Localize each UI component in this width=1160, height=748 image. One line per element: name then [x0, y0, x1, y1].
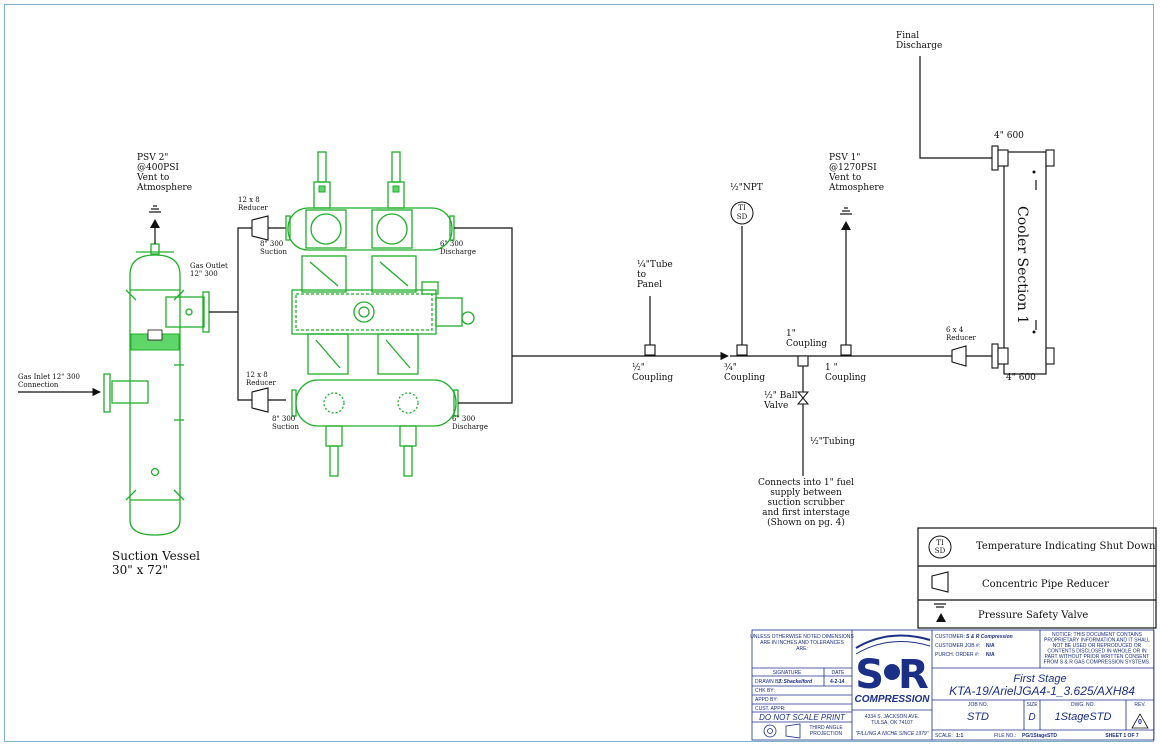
tb-slogan: "FILLING A NICHE SINCE 1979": [856, 731, 929, 737]
legend-ti-text: TI: [936, 539, 944, 547]
psv-1-symbol[interactable]: [841, 221, 851, 230]
tb-customer-job: N/A: [986, 643, 995, 649]
ball-valve[interactable]: [796, 391, 810, 405]
suction-vessel[interactable]: [103, 243, 210, 536]
reducer-12x8-top[interactable]: [251, 215, 269, 241]
tb-drawn-by: J. Shackelford: [778, 679, 813, 685]
tb-address: 4334 S. JACKSON AVE.TULSA, OK 74107: [865, 714, 919, 726]
tb-job-no: STD: [967, 711, 989, 723]
tb-size: D: [1028, 712, 1035, 723]
tb-rev-label: REV.: [1134, 702, 1145, 708]
sr-compression-logo: S R: [855, 634, 931, 698]
tb-title-2: KTA-19/ArielJGA4-1_3.625/AXH84: [949, 684, 1135, 698]
tb-cust-appr: CUST. APPR:: [755, 706, 786, 712]
reducer-12x8-bottom[interactable]: [251, 387, 269, 413]
half-coupling-label: ½"Coupling: [632, 362, 673, 383]
tb-size-label: SIZE: [1026, 702, 1038, 708]
tb-rev: 0: [1138, 719, 1142, 726]
tb-file-no: PG/1StageSTD: [1022, 733, 1057, 739]
ti-label: TI: [738, 204, 746, 212]
tb-dwg-no-label: DWG. NO.: [1071, 702, 1095, 708]
one-coupling-label: 1 "Coupling: [825, 363, 866, 383]
tb-date-header: DATE: [832, 670, 846, 676]
tb-drawn-date: 4-2-14: [830, 679, 845, 685]
tb-scale: 1:1: [956, 733, 963, 739]
ti-sd-gauge[interactable]: [730, 201, 754, 225]
legend-item-reducer: Concentric Pipe Reducer: [982, 579, 1109, 590]
three-quarter-coupling-label: ¾"Coupling: [724, 362, 765, 383]
legend-sd-text: SD: [935, 547, 946, 555]
outlet-line-top: [209, 227, 252, 313]
legend-item-psv: Pressure Safety Valve: [978, 610, 1088, 621]
tb-do-not-scale: DO NOT SCALE PRINT: [759, 713, 846, 722]
tb-job-no-label: JOB NO.: [968, 702, 988, 708]
psv-2-symbol[interactable]: [150, 219, 160, 228]
rev-triangle-icon: [1131, 713, 1149, 729]
tb-company: COMPRESSION: [854, 694, 930, 705]
legend-psv-icon: [934, 603, 946, 622]
sd-label: SD: [737, 213, 748, 221]
tb-customer-job-label: CUSTOMER JOB #:: [935, 643, 980, 649]
tb-drawn-by-label: DRAWN BY:: [755, 679, 783, 685]
cooler-label: Cooler Section 1: [1014, 206, 1030, 324]
four-600-bottom-label: 4" 600: [1006, 373, 1036, 383]
legend-ti-icon: [928, 535, 952, 559]
legend-reducer-icon: [931, 571, 949, 593]
tb-scale-label: SCALE:: [935, 733, 953, 739]
drawing-frame: [4, 4, 1154, 742]
compressor-frame[interactable]: [285, 151, 475, 477]
cooler-section[interactable]: [991, 145, 1055, 375]
discharge-line-top: [454, 227, 513, 356]
tubing-label: ½"Tubing: [810, 436, 855, 447]
tb-title-1: First Stage: [1013, 673, 1066, 685]
half-npt-label: ½"NPT: [730, 182, 763, 193]
third-angle-projection-icon: [763, 723, 801, 739]
tb-appd-by: APPD BY:: [755, 697, 778, 703]
tb-customer: S & R Compression: [966, 634, 1013, 640]
tb-purch-order-label: PURCH. ORDER #:: [935, 652, 979, 658]
tb-file-no-label: FILE NO.:: [994, 733, 1016, 739]
legend: [917, 527, 1157, 629]
tb-signature-header: SIGNATURE: [773, 670, 802, 676]
outlet-line-bottom: [237, 312, 252, 401]
one-coupling-top-label: 1"Coupling: [786, 329, 827, 349]
final-discharge-line: [919, 56, 992, 159]
discharge-line-bottom: [458, 356, 513, 404]
tb-purch-order: N/A: [986, 652, 995, 658]
reducer-6x4[interactable]: [951, 345, 967, 367]
tb-dwg-no: 1StageSTD: [1055, 711, 1112, 723]
tb-customer-label: CUSTOMER:: [935, 634, 965, 640]
title-block: [751, 629, 1155, 741]
four-600-top-label: 4" 600: [994, 131, 1024, 141]
legend-item-ti: Temperature Indicating Shut Down: [976, 541, 1156, 552]
tb-chk-by: CHK BY:: [755, 688, 775, 694]
tb-sheet: SHEET 1 OF 7: [1105, 733, 1139, 739]
